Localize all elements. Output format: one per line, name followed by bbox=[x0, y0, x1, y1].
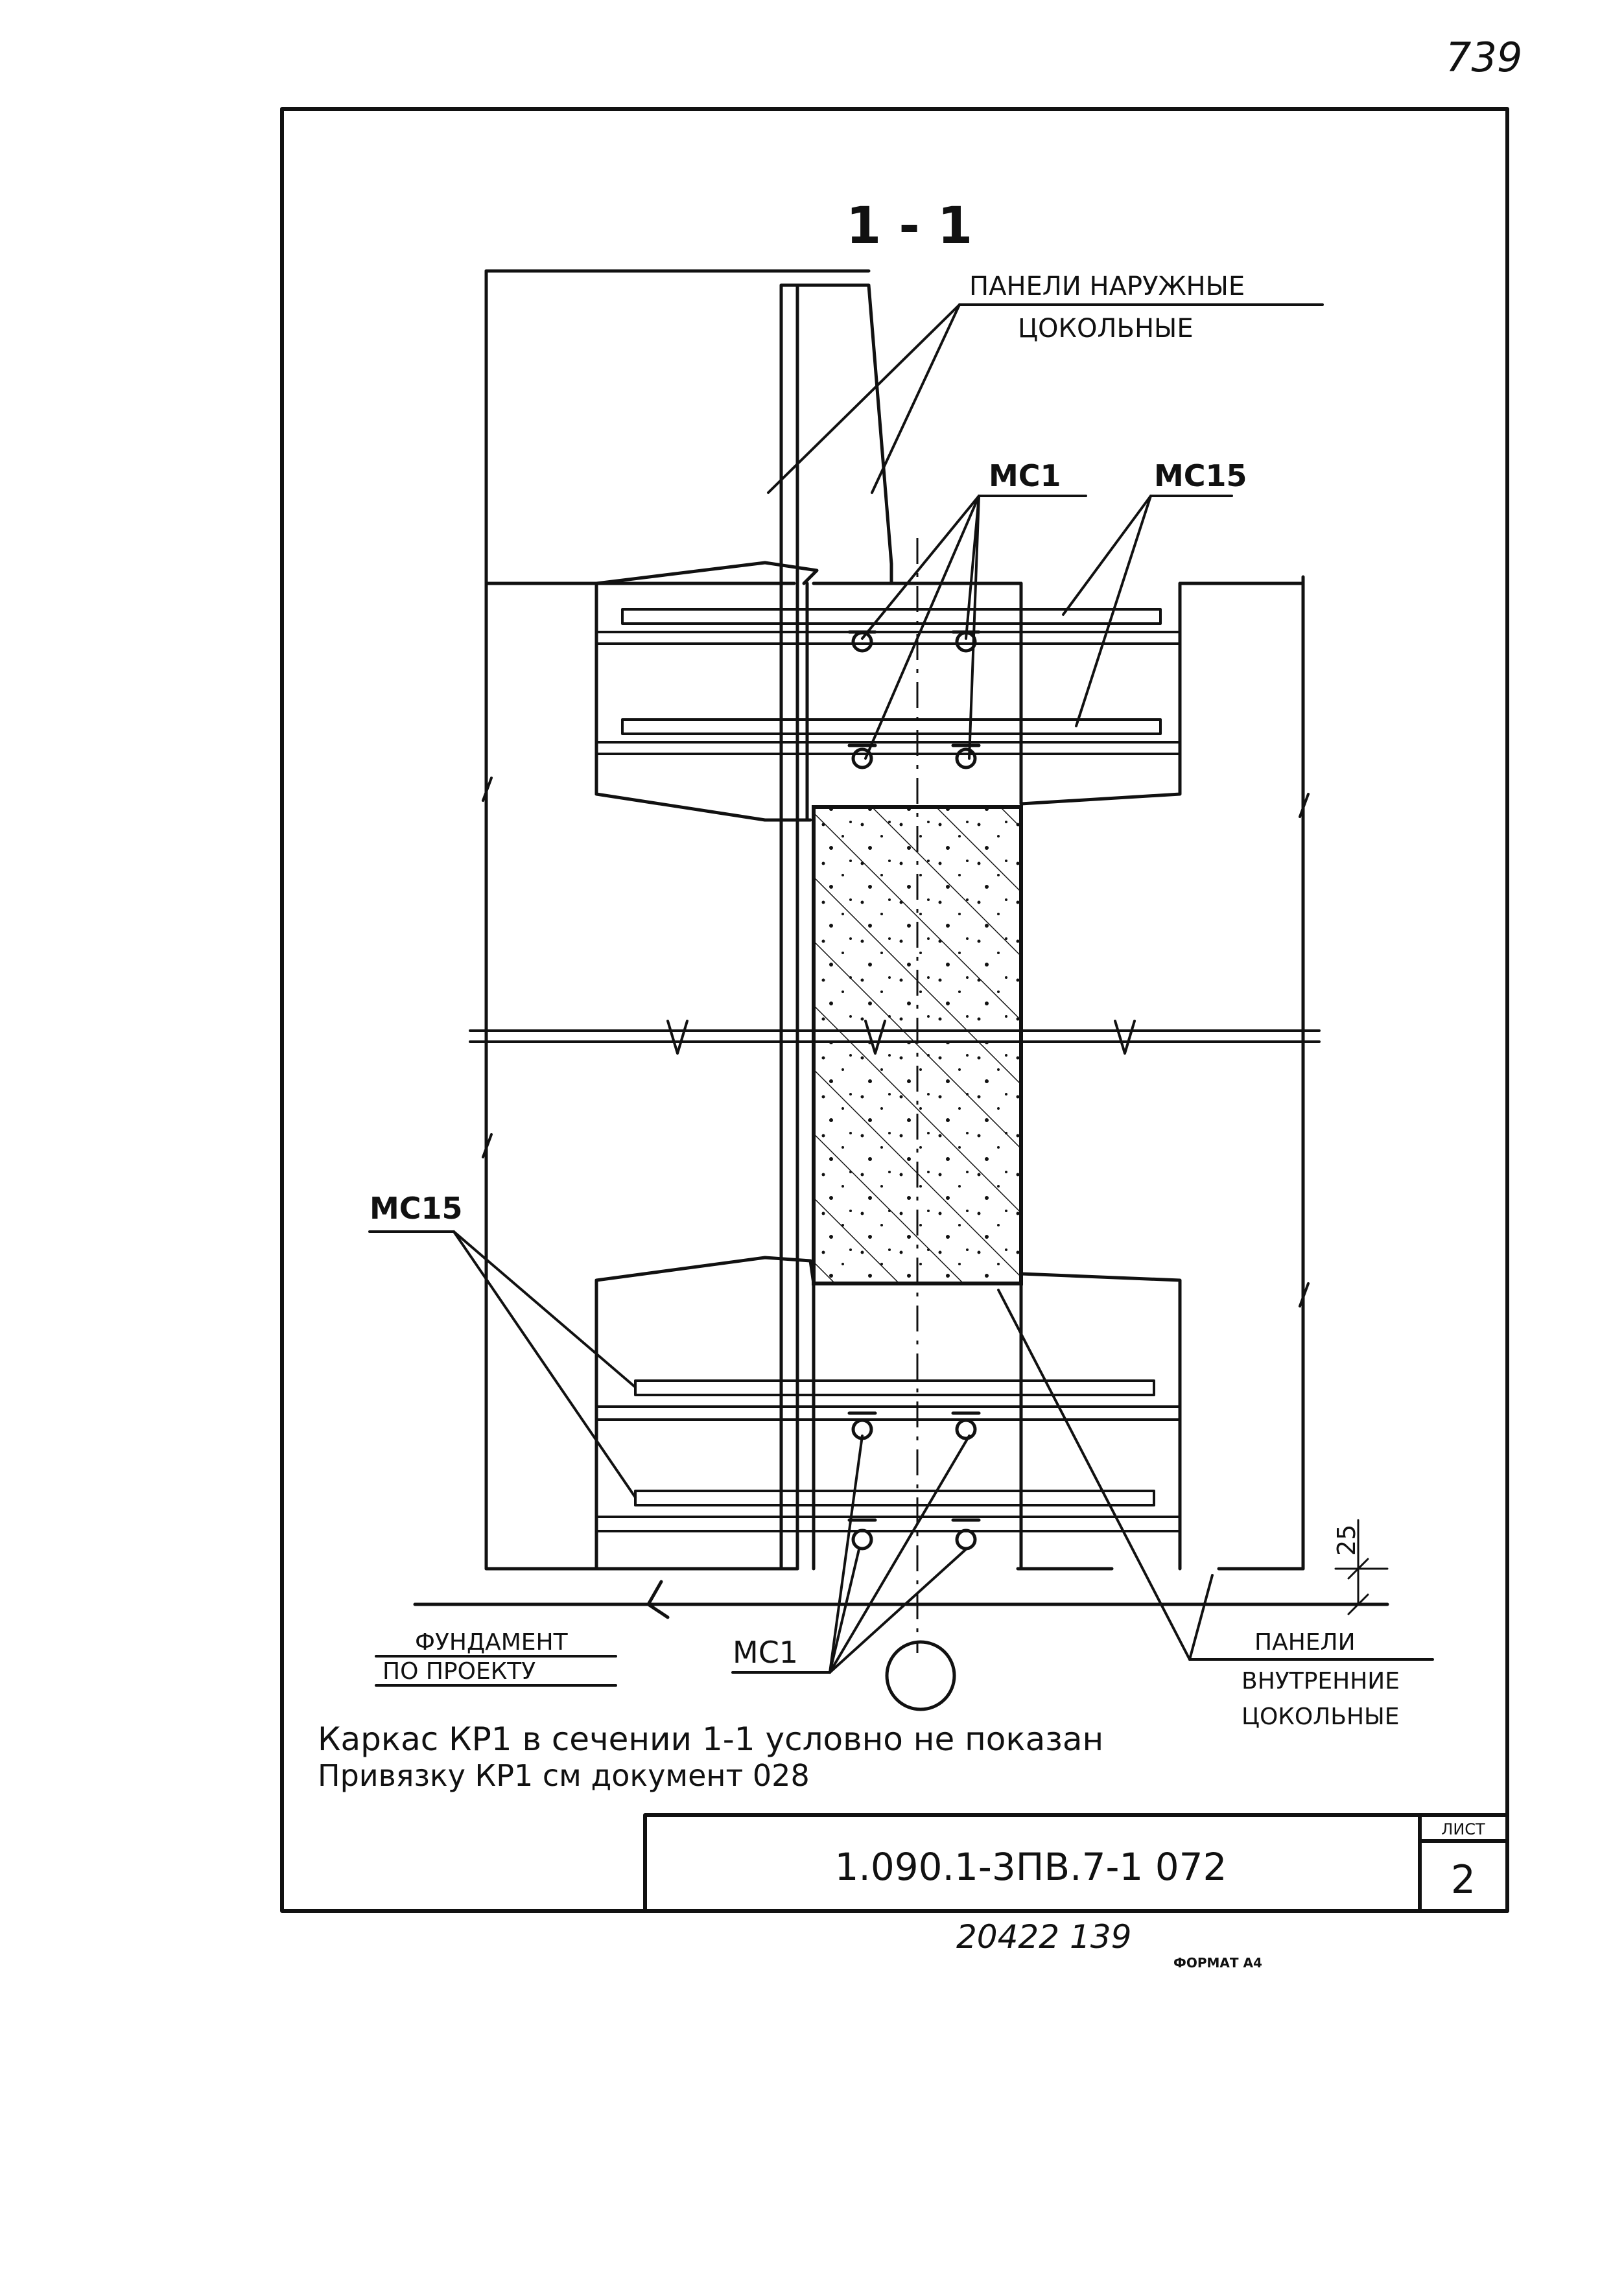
leaders bbox=[368, 303, 1434, 1687]
label-outer-panels-1: ПАНЕЛИ НАРУЖНЫЕ bbox=[969, 272, 1245, 301]
upper-floor-slab bbox=[594, 561, 1182, 822]
label-mc15-top: МС15 bbox=[1154, 458, 1247, 493]
outer-plinth-panel bbox=[779, 283, 893, 1571]
label-outer-panels-2: ЦОКОЛЬНЫЕ bbox=[1018, 314, 1194, 344]
foundation bbox=[413, 1580, 1389, 1711]
label-inner-panels-2: ВНУТРЕННИЕ bbox=[1242, 1668, 1400, 1694]
mc15-bars-top bbox=[595, 608, 1181, 755]
format-label: ФОРМАТ А4 bbox=[1173, 1955, 1262, 1971]
label-mc15-left: МС15 bbox=[370, 1191, 463, 1226]
stamp-number: 20422 139 bbox=[956, 1918, 1131, 1956]
label-inner-panels-1: ПАНЕЛИ bbox=[1254, 1629, 1356, 1656]
section-title: 1 - 1 bbox=[846, 197, 972, 255]
sheet-number: 2 bbox=[1451, 1857, 1476, 1903]
label-foundation-1: ФУНДАМЕНТ bbox=[415, 1629, 569, 1656]
label-mc1-bottom: МС1 bbox=[733, 1635, 798, 1670]
dimension-25 bbox=[1334, 1519, 1389, 1615]
break-line bbox=[469, 1020, 1321, 1055]
sheet-label: ЛИСТ bbox=[1441, 1820, 1485, 1838]
mc1-anchors-top bbox=[847, 630, 981, 769]
label-inner-panels-3: ЦОКОЛЬНЫЕ bbox=[1242, 1704, 1400, 1730]
document-code: 1.090.1-3ПВ.7-1 072 bbox=[835, 1845, 1227, 1889]
title-block bbox=[643, 1813, 1509, 1913]
dimension-25-label: 25 bbox=[1332, 1525, 1361, 1556]
page-number: 739 bbox=[1446, 34, 1522, 81]
wall-outline bbox=[484, 269, 1305, 1571]
label-foundation-2: ПО ПРОЕКТУ bbox=[382, 1658, 535, 1685]
note-line-2: Привязку КР1 см документ 028 bbox=[318, 1758, 810, 1793]
label-mc1-top: МС1 bbox=[989, 458, 1061, 493]
lower-floor-slab bbox=[594, 1256, 1182, 1571]
mc15-bars-bottom bbox=[595, 1379, 1181, 1532]
dimension-ticks-side bbox=[482, 777, 1310, 1307]
note-line-1: Каркас КР1 в сечении 1-1 условно не пока… bbox=[318, 1720, 1103, 1758]
